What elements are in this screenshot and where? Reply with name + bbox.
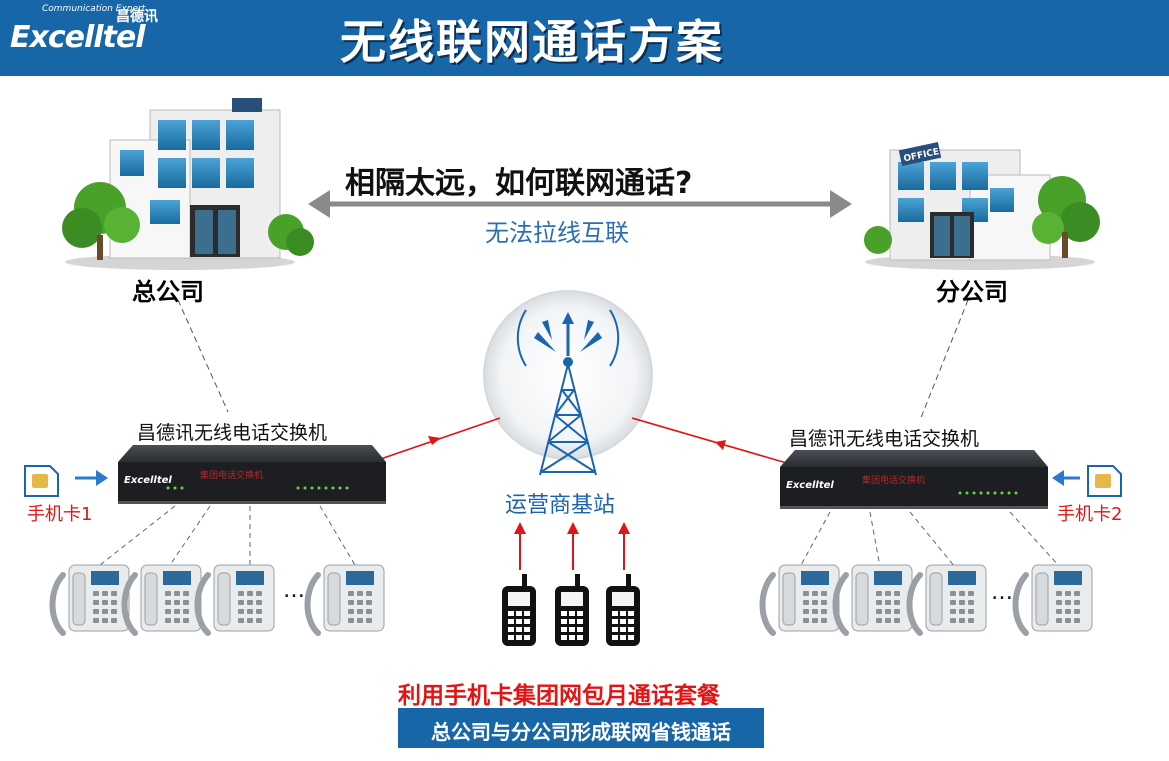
arrow-up-icon [514,522,526,534]
pbx-left-title: 昌德讯无线电话交换机 [137,422,328,444]
network-diagram: OFFICE [24,98,1122,646]
no-wire-note: 无法拉线互联 [485,219,629,247]
summary-banner-text: 总公司与分公司形成联网省钱通话 [431,720,731,744]
desk-phone-icon [304,564,385,636]
arrow-up-icon [567,522,579,534]
base-station-label: 运营商基站 [505,493,616,518]
arrow-up-icon [618,522,630,534]
arrow-left-icon [308,190,330,218]
desk-phone-icon [906,564,987,636]
phones-ellipsis-left: … [283,578,305,603]
arrow-left-icon [1052,470,1064,486]
desk-phone-icon [121,564,202,636]
phones-ellipsis-right: … [991,580,1013,605]
brand-logo: Communication Expert 昌德讯 Excelltel [8,4,178,55]
mobile-phone-icon [555,574,589,646]
package-text: 利用手机卡集团网包月通话套餐 [398,683,720,709]
summary-banner: 总公司与分公司形成联网省钱通话 [398,708,764,748]
arrow-to-station-right [715,440,726,450]
pbx-right-title: 昌德讯无线电话交换机 [789,428,980,450]
arrow-right-icon [830,190,852,218]
distance-arrow [308,190,852,218]
sim-left-label: 手机卡1 [27,504,93,525]
arrow-right-icon [96,470,108,486]
sim-card-icon [24,465,59,497]
signal-tower-icon [483,290,653,476]
desk-phone-icon [194,564,275,636]
sim-card-icon [1087,465,1122,497]
header-bar: Communication Expert 昌德讯 Excelltel 无线联网通… [0,0,1169,76]
pbx-left-front-label: 集团电话交换机 [200,469,263,481]
branch-label: 分公司 [936,278,1008,306]
desk-phone-icon [759,564,840,636]
arrow-to-station-left [428,436,441,445]
desk-phone-icon [1012,564,1093,636]
mobile-phone-icon [502,574,536,646]
desk-phone-icon [49,564,130,636]
pbx-device-icon: Excelltel 集团电话交换机 [780,450,1048,509]
pbx-right-front-label: 集团电话交换机 [862,474,925,486]
desk-phone-icon [832,564,913,636]
pbx-left-brand: Excelltel [124,475,172,486]
page-title: 无线联网通话方案 [340,15,724,69]
pbx-right-brand: Excelltel [786,480,834,491]
sim-right-label: 手机卡2 [1057,504,1123,525]
logo-tagline: Communication Expert [42,4,146,14]
distance-question: 相隔太远，如何联网通话? [345,166,693,201]
branch-building-icon: OFFICE [864,142,1100,270]
pbx-device-icon: Excelltel 集团电话交换机 [118,445,386,504]
mobile-phone-icon [606,574,640,646]
hq-label: 总公司 [132,278,204,306]
hq-building-icon [62,98,314,270]
logo-cn-name: 昌德讯 [116,9,158,25]
logo-brand-name: Excelltel [10,20,146,55]
